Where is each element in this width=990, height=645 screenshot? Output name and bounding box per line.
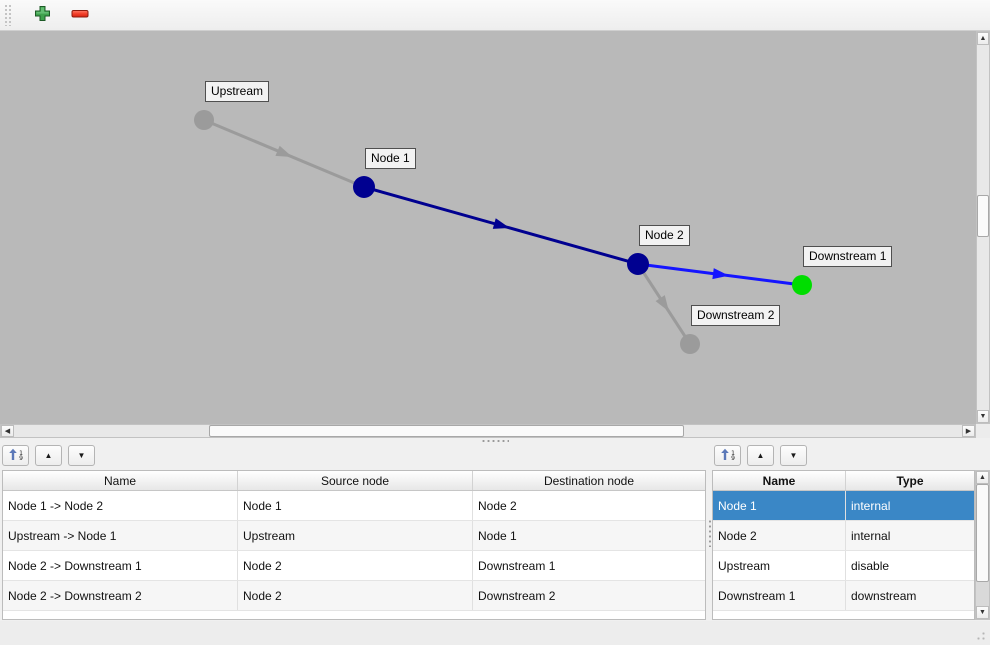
table-cell: Node 1 bbox=[238, 491, 473, 520]
down-triangle-icon: ▼ bbox=[789, 450, 798, 460]
table-cell: Upstream -> Node 1 bbox=[3, 521, 238, 550]
node-label[interactable]: Upstream bbox=[205, 81, 270, 102]
graph-node[interactable] bbox=[680, 334, 700, 354]
sort-ascending-icon bbox=[8, 448, 18, 464]
splitter-grip-dots bbox=[708, 518, 711, 547]
scroll-up-icon[interactable]: ▲ bbox=[977, 32, 989, 45]
column-header[interactable]: Destination node bbox=[543, 473, 635, 488]
up-triangle-icon: ▲ bbox=[44, 450, 53, 460]
node-label[interactable]: Node 2 bbox=[639, 225, 690, 246]
scrollbar-corner bbox=[976, 424, 990, 438]
edge-arrow-icon bbox=[655, 295, 669, 312]
scroll-down-icon[interactable]: ▼ bbox=[976, 606, 989, 619]
nodes-scroll-thumb[interactable] bbox=[976, 484, 989, 582]
table-cell: Node 2 bbox=[478, 498, 517, 513]
graph-node[interactable] bbox=[792, 275, 812, 295]
move-down-button[interactable]: ▼ bbox=[780, 445, 807, 466]
hscroll-thumb[interactable] bbox=[209, 425, 684, 437]
pane-splitter-horizontal[interactable] bbox=[0, 438, 990, 444]
node-label[interactable]: Downstream 2 bbox=[691, 305, 781, 326]
table-cell: disable bbox=[851, 558, 890, 573]
nodes-table-scrollbar[interactable]: ▲ ▼ bbox=[975, 470, 990, 620]
table-cell: Node 1 -> Node 2 bbox=[3, 491, 238, 520]
status-bar bbox=[0, 621, 990, 645]
splitter-grip-dots bbox=[481, 440, 509, 442]
move-up-button[interactable]: ▲ bbox=[747, 445, 774, 466]
table-cell: Node 2 bbox=[713, 521, 846, 550]
graph-svg bbox=[194, 110, 812, 354]
scroll-left-icon[interactable]: ◀ bbox=[1, 425, 14, 437]
table-cell: internal bbox=[851, 528, 891, 543]
pane-splitter-vertical[interactable] bbox=[707, 444, 712, 621]
table-header: Name Type bbox=[713, 471, 974, 491]
toolbar-grip[interactable] bbox=[4, 4, 12, 26]
table-cell: Node 1 bbox=[713, 491, 846, 520]
table-cell: Node 1 bbox=[478, 528, 517, 543]
table-cell: Node 2 bbox=[238, 581, 473, 610]
table-row[interactable]: Downstream 1 downstream bbox=[713, 581, 974, 611]
graph-node[interactable] bbox=[353, 176, 375, 198]
nodes-scroll-trough[interactable] bbox=[976, 484, 989, 606]
sort-ascending-icon bbox=[720, 448, 730, 464]
scroll-up-icon[interactable]: ▲ bbox=[976, 471, 989, 484]
edge-arrow-icon bbox=[712, 268, 729, 280]
window-resize-grip[interactable] bbox=[974, 629, 986, 641]
node-label[interactable]: Node 1 bbox=[365, 148, 416, 169]
table-cell: internal bbox=[851, 498, 891, 513]
move-up-button[interactable]: ▲ bbox=[35, 445, 62, 466]
edge-arrow-icon bbox=[492, 218, 510, 229]
main-toolbar bbox=[0, 0, 990, 31]
edge-arrow-icon bbox=[275, 145, 293, 157]
column-header[interactable]: Name bbox=[713, 471, 846, 490]
table-cell: Downstream 1 bbox=[478, 558, 556, 573]
graph-horizontal-scrollbar[interactable]: ◀ ▶ bbox=[0, 424, 976, 438]
table-row[interactable]: Node 1 internal bbox=[713, 491, 974, 521]
graph-vertical-scrollbar[interactable]: ▲ ▼ bbox=[976, 31, 990, 424]
down-triangle-icon: ▼ bbox=[77, 450, 86, 460]
scroll-down-icon[interactable]: ▼ bbox=[977, 410, 989, 423]
add-button[interactable] bbox=[30, 3, 54, 27]
table-cell: Downstream 2 bbox=[478, 588, 556, 603]
table-cell: Downstream 1 bbox=[713, 581, 846, 610]
graph-node[interactable] bbox=[627, 253, 649, 275]
remove-button[interactable] bbox=[68, 3, 92, 27]
table-cell: Node 2 bbox=[238, 551, 473, 580]
hscroll-trough[interactable] bbox=[14, 425, 962, 437]
node-label[interactable]: Downstream 1 bbox=[803, 246, 893, 267]
table-row[interactable]: Node 2 internal bbox=[713, 521, 974, 551]
plus-icon bbox=[34, 5, 51, 25]
up-triangle-icon: ▲ bbox=[756, 450, 765, 460]
move-down-button[interactable]: ▼ bbox=[68, 445, 95, 466]
scroll-right-icon[interactable]: ▶ bbox=[962, 425, 975, 437]
table-cell: Node 2 -> Downstream 2 bbox=[3, 581, 238, 610]
table-cell: Upstream bbox=[238, 521, 473, 550]
minus-icon bbox=[71, 5, 89, 25]
graph-node[interactable] bbox=[194, 110, 214, 130]
table-cell: Upstream bbox=[713, 551, 846, 580]
vscroll-trough[interactable] bbox=[977, 45, 989, 410]
table-row[interactable]: Upstream disable bbox=[713, 551, 974, 581]
column-header[interactable]: Type bbox=[896, 473, 924, 488]
column-header[interactable]: Name bbox=[3, 471, 238, 490]
column-header[interactable]: Source node bbox=[238, 471, 473, 490]
vscroll-thumb[interactable] bbox=[977, 195, 989, 237]
table-cell: downstream bbox=[851, 588, 917, 603]
table-cell: Node 2 -> Downstream 1 bbox=[3, 551, 238, 580]
